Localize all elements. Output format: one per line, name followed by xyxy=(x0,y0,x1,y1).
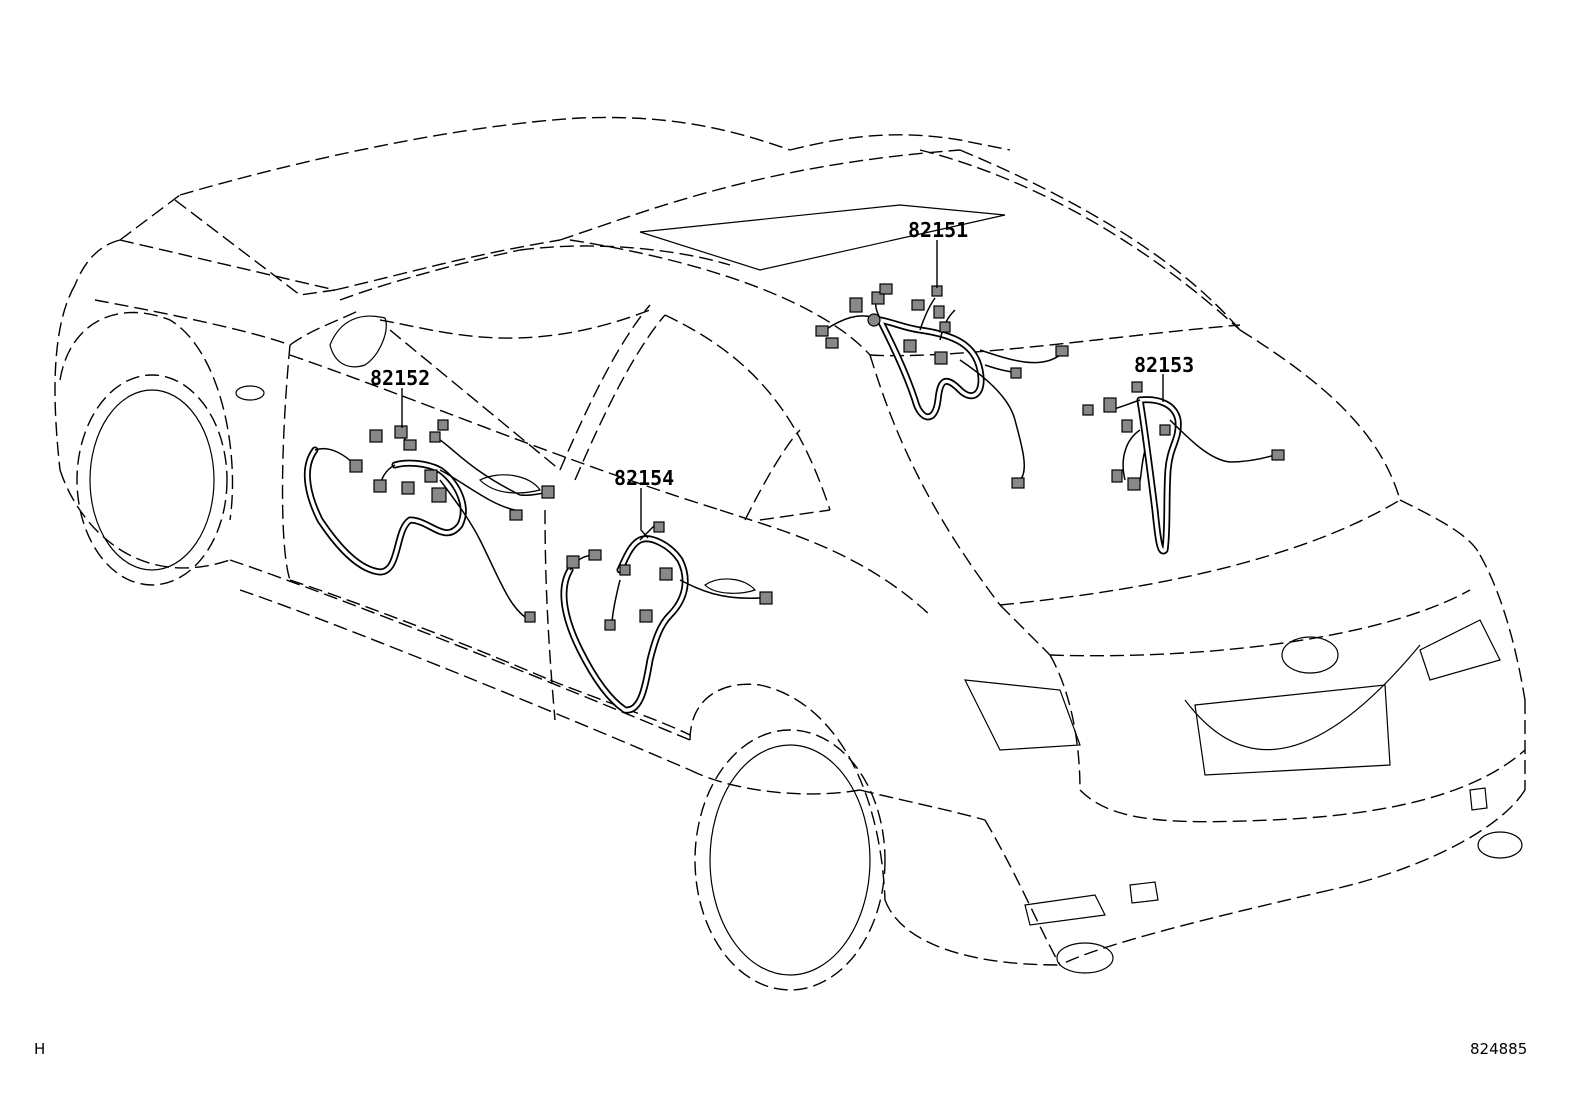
harness-82153 xyxy=(1082,381,1285,555)
leader-82154 xyxy=(640,488,649,539)
corner-mark-left: H xyxy=(34,1040,46,1058)
car-body xyxy=(54,116,1526,991)
harness-82151 xyxy=(815,283,1069,489)
harness-82152 xyxy=(303,419,555,623)
illustration-number: 824885 xyxy=(1470,1040,1528,1058)
callout-82154: 82154 xyxy=(614,466,675,490)
callout-82153: 82153 xyxy=(1134,353,1195,377)
harness-82154 xyxy=(560,521,773,714)
callout-82152: 82152 xyxy=(370,366,431,390)
callout-82151: 82151 xyxy=(908,218,969,242)
